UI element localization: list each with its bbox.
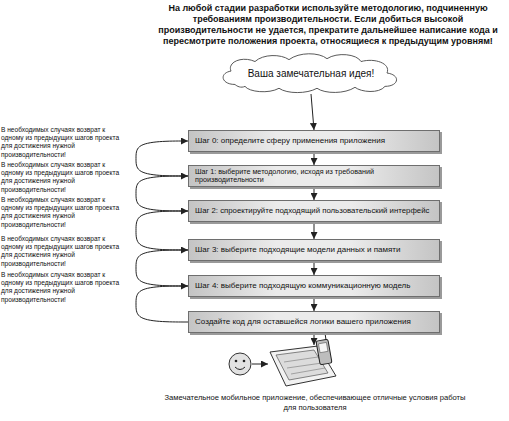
idea-text: Ваша замечательная идея! bbox=[248, 68, 375, 79]
phone-antenna bbox=[325, 333, 326, 340]
pointer-arrow bbox=[252, 364, 268, 365]
phone-body bbox=[316, 339, 332, 365]
return-arrow bbox=[136, 176, 188, 211]
return-note: В необходимых случаях возврат к одному и… bbox=[1, 196, 123, 229]
phone-screen bbox=[318, 342, 327, 352]
return-arrow bbox=[136, 211, 188, 250]
flow-arrow bbox=[314, 261, 315, 275]
process-box: Шаг 4: выберите подходящую коммуникацион… bbox=[188, 275, 440, 297]
process-box: Шаг 1: выберите методологию, исходя из т… bbox=[188, 165, 440, 187]
return-note: В необходимых случаях возврат к одному и… bbox=[1, 271, 123, 304]
flow-arrow bbox=[314, 222, 315, 239]
step-text: Шаг 2: спроектируйте подходящий пользова… bbox=[195, 207, 429, 216]
return-note: В необходимых случаях возврат к одному и… bbox=[1, 126, 123, 159]
flow-arrow bbox=[314, 297, 315, 311]
title-text: На любой стадии разработки используйте м… bbox=[150, 3, 506, 47]
cloud-shape bbox=[223, 54, 396, 93]
smiley-eye bbox=[235, 360, 238, 363]
flow-arrow bbox=[311, 94, 314, 130]
process-box: Шаг 0: определите сферу применения прило… bbox=[188, 130, 440, 152]
return-note: В необходимых случаях возврат к одному и… bbox=[1, 161, 123, 194]
process-box: Шаг 3: выберите подходящие модели данных… bbox=[188, 239, 440, 261]
smiley-eye bbox=[243, 360, 246, 363]
flow-arrow bbox=[314, 152, 315, 165]
step-text: Шаг 4: выберите подходящую коммуникацион… bbox=[195, 282, 410, 291]
return-arrow bbox=[136, 141, 188, 176]
process-box: Создайте код для оставшейся логики вашег… bbox=[188, 311, 440, 333]
smiley-mouth bbox=[235, 367, 245, 370]
step-text: Шаг 3: выберите подходящие модели данных… bbox=[195, 246, 400, 255]
step-text: Создайте код для оставшейся логики вашег… bbox=[195, 318, 411, 327]
device-picture bbox=[270, 333, 336, 386]
step-text: Шаг 0: определите сферу применения прило… bbox=[195, 137, 385, 146]
return-note: В необходимых случаях возврат к одному и… bbox=[1, 235, 123, 268]
return-arrow bbox=[136, 250, 188, 286]
smiley-head bbox=[229, 353, 251, 375]
down-arrow bbox=[314, 335, 315, 345]
idea-cloud: Ваша замечательная идея! bbox=[215, 52, 407, 94]
caption-text: Замечательное мобильное приложение, обес… bbox=[160, 393, 470, 413]
step-text: Шаг 1: выберите методологию, исходя из т… bbox=[195, 168, 433, 184]
return-arrow bbox=[136, 286, 188, 322]
process-box: Шаг 2: спроектируйте подходящий пользова… bbox=[188, 200, 440, 222]
smiley-face bbox=[229, 353, 251, 375]
flow-arrow bbox=[314, 187, 315, 200]
